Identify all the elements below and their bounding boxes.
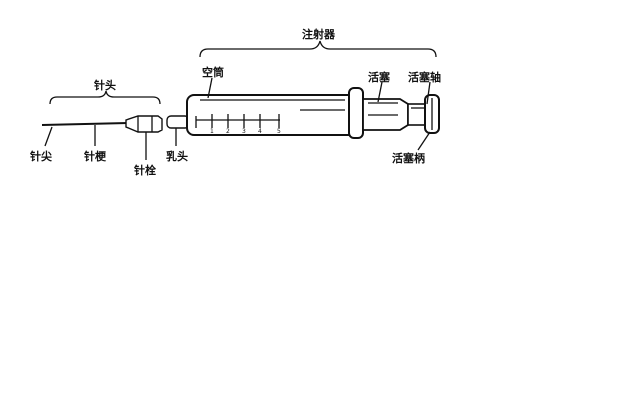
needle-hub	[125, 115, 163, 133]
barrel-flange	[348, 87, 364, 139]
scale-markings: 1 2 3 4 5	[195, 114, 281, 135]
scale-mark: 2	[226, 128, 230, 135]
scale-mark: 3	[242, 128, 246, 135]
syringe-brace	[199, 40, 437, 58]
label-barrel: 空筒	[202, 65, 224, 79]
scale-mark: 4	[258, 128, 262, 135]
needle-brace	[49, 90, 161, 105]
label-needle-tip: 针尖	[30, 149, 52, 163]
label-nozzle: 乳头	[166, 149, 188, 163]
label-plunger-shaft: 活塞轴	[408, 70, 441, 84]
label-needle-shaft: 针梗	[84, 149, 107, 163]
label-needle: 针头	[94, 78, 116, 92]
scale-mark: 5	[277, 128, 281, 135]
label-plunger-handle: 活塞柄	[392, 151, 425, 165]
nozzle	[166, 115, 190, 129]
needle-shaft	[41, 122, 129, 126]
label-syringe: 注射器	[302, 27, 336, 41]
label-needle-hub: 针栓	[134, 163, 156, 177]
label-piston: 活塞	[368, 70, 391, 84]
scale-mark: 1	[210, 128, 214, 135]
plunger-shaft	[407, 103, 427, 126]
